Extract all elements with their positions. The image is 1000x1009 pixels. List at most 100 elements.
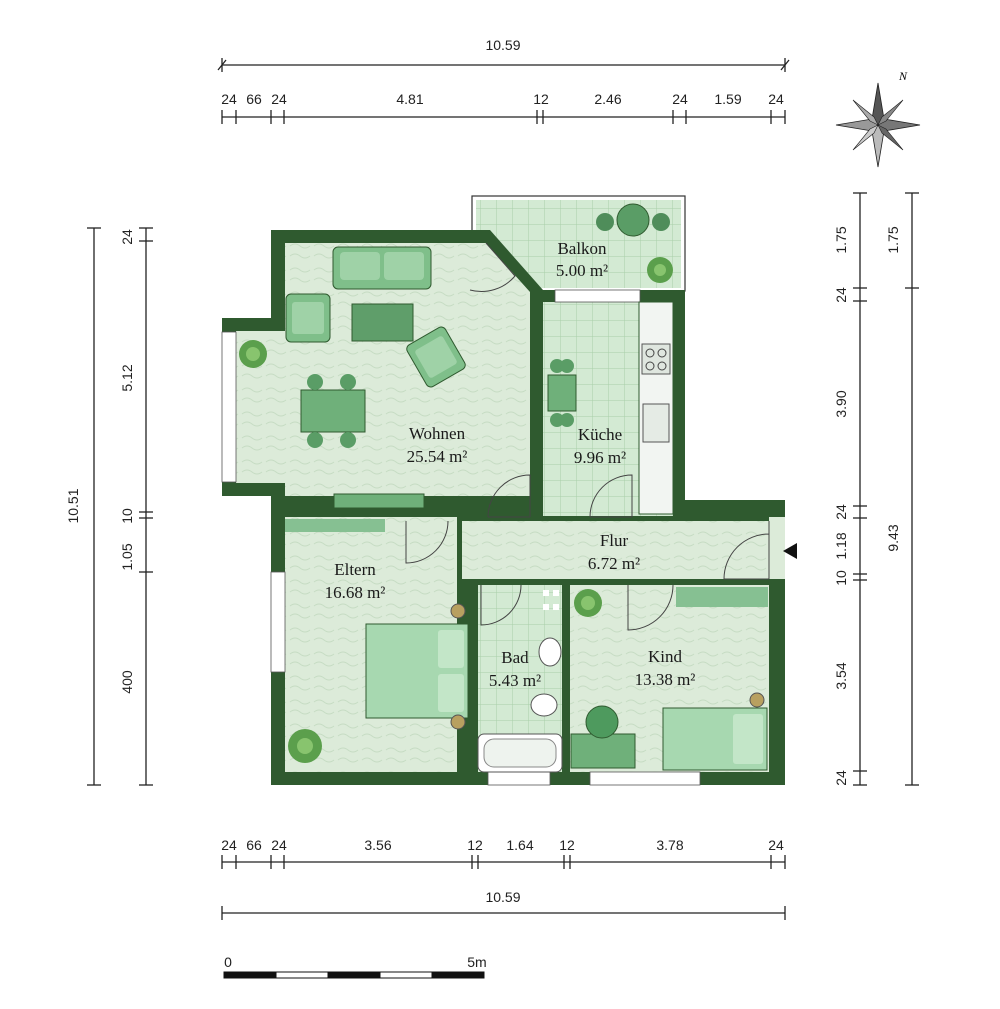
dim-label: 24 [221,837,237,853]
desk [570,705,636,769]
dim-label: 24 [221,91,237,107]
dim-label: 3.78 [656,837,683,853]
wall-kueche-flur [530,516,685,521]
sideboard [333,493,425,509]
dim-label: 4.81 [396,91,423,107]
compass-north-label: N [898,69,908,83]
dim-label: 3.90 [833,390,849,417]
wardrobe [285,519,385,532]
bathtub [477,733,563,773]
armchair [406,326,466,388]
dimension-right-inner [853,192,867,786]
dim-label: 24 [833,504,849,520]
wall-wohnen-kueche [530,290,543,516]
room-name: Eltern [334,560,376,579]
room-name: Bad [501,648,529,667]
dim-label: 1.59 [714,91,741,107]
dim-label: 24 [768,91,784,107]
room-name: Flur [600,531,629,550]
dim-label: 12 [467,837,483,853]
dim-right-outer-labels: 1.75 9.43 [885,226,901,551]
shaft-icon [543,590,559,610]
dim-label: 1.75 [885,226,901,253]
washbasin [538,637,562,667]
dim-left-total: 10.51 [65,488,81,523]
dim-label: 2.46 [594,91,621,107]
room-area: 13.38 m² [635,670,696,689]
dim-label: 12 [559,837,575,853]
dim-label: 1.64 [506,837,533,853]
room-area: 25.54 m² [407,447,468,466]
kitchen-counter [638,301,674,515]
windows [221,289,701,786]
dim-label: 66 [246,837,262,853]
dim-label: 3.56 [364,837,391,853]
room-label-kueche: Küche 9.96 m² [574,425,626,467]
armchair [285,293,331,343]
flur-floor [457,521,769,579]
room-name: Wohnen [409,424,466,443]
compass-rose [835,82,921,168]
entrance-opening [769,517,785,579]
dim-label: 10 [833,570,849,586]
dim-top-total: 10.59 [485,37,520,53]
dim-bottom-total: 10.59 [485,889,520,905]
dim-label: 5.12 [119,364,135,391]
dim-label: 1.75 [833,226,849,253]
dim-label: 24 [672,91,688,107]
scale-end-label: 5m [467,954,486,970]
dim-label: 9.43 [885,524,901,551]
plant-icon [288,729,322,763]
dim-label: 24 [271,837,287,853]
room-label-eltern: Eltern 16.68 m² [325,560,386,602]
dim-label: 24 [833,770,849,786]
double-bed [365,603,469,730]
room-name: Küche [578,425,622,444]
kitchen-table [547,359,577,427]
dim-label: 24 [768,837,784,853]
room-name: Balkon [557,239,607,258]
dimension-right-outer [905,192,919,786]
room-area: 16.68 m² [325,583,386,602]
room-label-balkon: Balkon 5.00 m² [556,239,608,280]
dim-bottom-row-labels: 24 66 24 3.56 12 1.64 12 3.78 24 [221,837,784,853]
dim-label: 24 [119,229,135,245]
dining-table [300,374,366,448]
room-name: Kind [648,647,683,666]
door-swings [405,242,770,631]
dim-label: 400 [119,670,135,694]
wall-bad-kind [562,585,570,785]
room-area: 5.00 m² [556,261,608,280]
dimension-top-total [217,58,790,72]
room-area: 6.72 m² [588,554,640,573]
room-area: 5.43 m² [489,671,541,690]
dimension-top-row [221,110,786,124]
rug [351,303,414,342]
plant-icon [239,340,267,368]
dimension-bottom-row [221,855,786,869]
room-label-wohnen: Wohnen 25.54 m² [407,424,468,466]
plant-icon [574,589,602,617]
wall-flur-south [462,579,785,585]
dimension-bottom-total [221,906,786,920]
dim-label: 66 [246,91,262,107]
dim-left-row-labels: 24 5.12 1.05 10 400 [119,229,135,694]
dim-label: 10 [119,508,135,524]
balcony-table [596,203,670,237]
dim-top-row-labels: 24 66 24 4.81 12 2.46 24 1.59 24 [221,91,784,107]
single-bed [662,692,768,771]
scale-bar [223,971,485,979]
dimension-left-total [87,227,101,786]
entrance-arrow-icon [783,543,797,559]
dim-label: 24 [271,91,287,107]
room-label-flur: Flur 6.72 m² [588,531,640,573]
dim-right-inner-labels: 1.75 24 3.90 24 1.18 10 3.54 24 [833,226,849,786]
sofa [332,246,432,290]
room-label-kind: Kind 13.38 m² [635,647,696,689]
dim-label: 3.54 [833,662,849,689]
dimension-left-row [139,227,153,786]
dim-label: 24 [833,287,849,303]
dim-label: 12 [533,91,549,107]
toilet [530,693,558,717]
